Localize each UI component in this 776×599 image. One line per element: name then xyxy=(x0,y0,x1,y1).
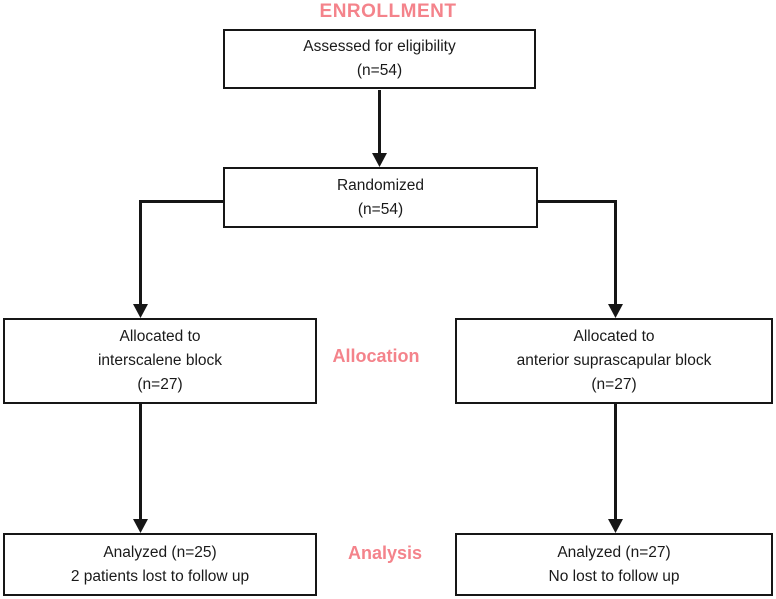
assessed-for-eligibility-box: Assessed for eligibility (n=54) xyxy=(223,29,536,89)
analyzed-anterior-suprascapular-box: Analyzed (n=27) No lost to follow up xyxy=(455,533,773,596)
box-line: (n=54) xyxy=(357,200,404,218)
box-line: Allocated to xyxy=(119,328,201,345)
box-line: interscalene block xyxy=(97,352,223,369)
box-line: 2 patients lost to follow up xyxy=(70,567,250,585)
arrow-randomized-to-alloc-left xyxy=(139,200,223,305)
arrowhead-icon xyxy=(608,304,623,318)
box-line: Allocated to xyxy=(573,328,655,345)
analysis-stage-label: Analysis xyxy=(347,543,423,563)
box-line: Assessed for eligibility xyxy=(303,38,456,55)
box-line: (n=27) xyxy=(137,376,183,393)
enrollment-stage-title: ENROLLMENT xyxy=(319,1,457,22)
randomized-box: Randomized (n=54) xyxy=(223,167,538,228)
box-line: Analyzed (n=25) xyxy=(103,543,217,561)
allocated-anterior-suprascapular-box: Allocated to anterior suprascapular bloc… xyxy=(455,318,773,404)
arrowhead-icon xyxy=(133,519,148,533)
allocated-interscalene-box: Allocated to interscalene block (n=27) xyxy=(3,318,317,404)
arrowhead-icon xyxy=(133,304,148,318)
arrow-randomized-to-alloc-right xyxy=(537,200,617,305)
box-line: (n=54) xyxy=(356,62,403,79)
allocation-stage-label: Allocation xyxy=(332,346,420,366)
box-line: Analyzed (n=27) xyxy=(557,543,671,561)
arrowhead-icon xyxy=(372,153,387,167)
analyzed-interscalene-box: Analyzed (n=25) 2 patients lost to follo… xyxy=(3,533,317,596)
box-line: anterior suprascapular block xyxy=(516,352,712,369)
arrowhead-icon xyxy=(608,519,623,533)
box-line: (n=27) xyxy=(591,376,637,393)
box-line: No lost to follow up xyxy=(548,567,680,585)
box-line: Randomized xyxy=(336,176,425,194)
